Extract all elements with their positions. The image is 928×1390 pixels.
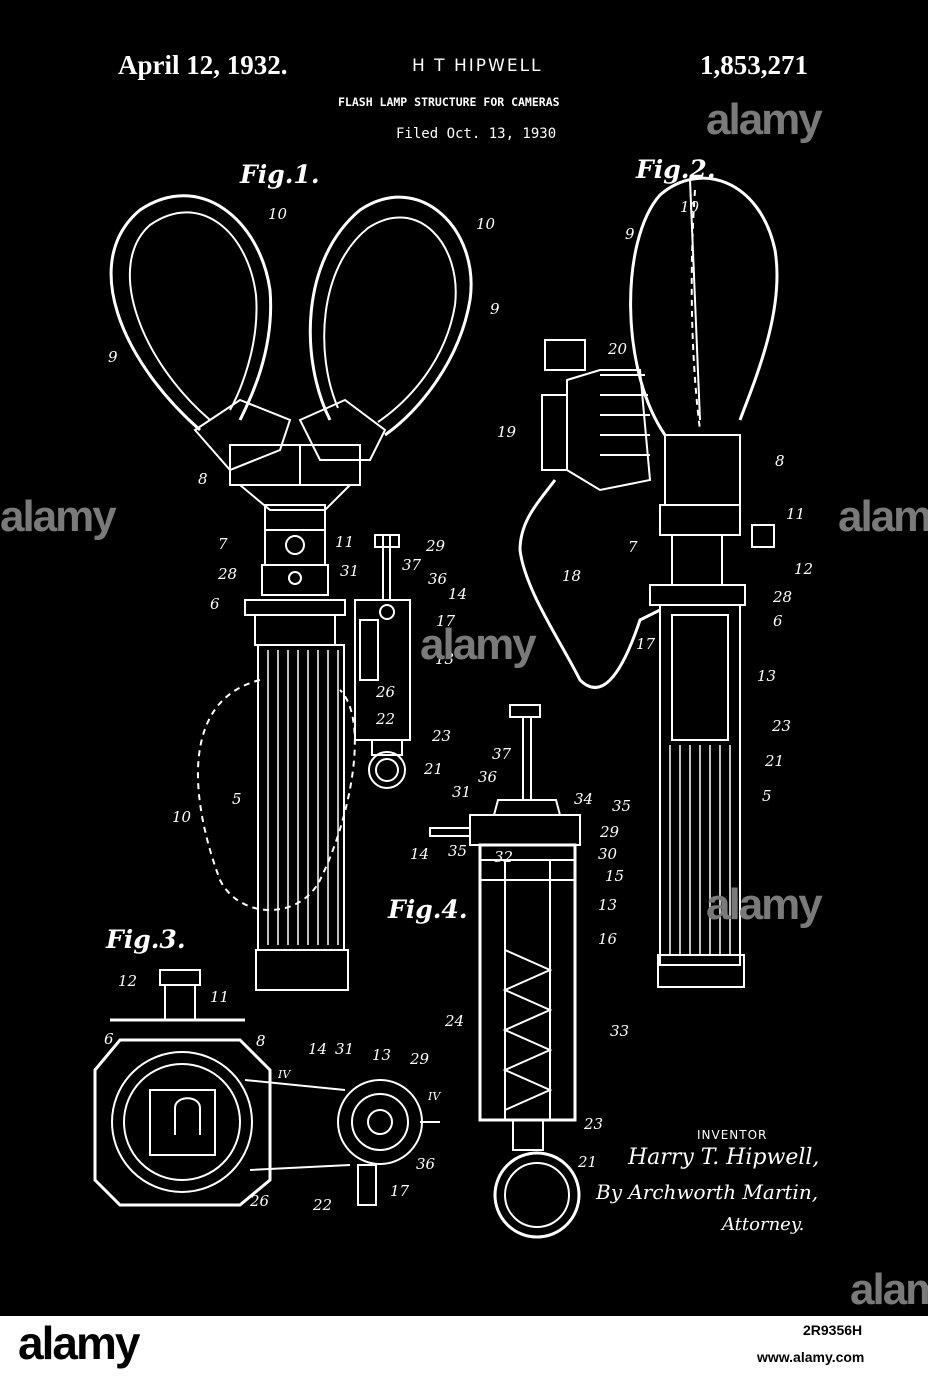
ref-numeral: 31 [340, 562, 359, 580]
footer-url[interactable]: www.alamy.com [757, 1349, 864, 1365]
ref-numeral: 6 [773, 612, 783, 630]
ref-numeral: 36 [416, 1155, 435, 1173]
ref-numeral: 21 [424, 760, 443, 778]
signature-inventor: Harry T. Hipwell, [628, 1145, 819, 1170]
ref-numeral: 33 [610, 1022, 629, 1040]
watermark: alamy [850, 1265, 928, 1315]
ref-numeral: 5 [232, 790, 242, 808]
ref-numeral: 8 [198, 470, 208, 488]
image-id: 2R9356H [803, 1322, 862, 1338]
ref-numeral: 15 [605, 867, 624, 885]
ref-numeral: 21 [765, 752, 784, 770]
ref-numeral: 14 [448, 585, 467, 603]
ref-numeral: 34 [574, 790, 593, 808]
ref-numeral: 35 [448, 842, 467, 860]
ref-numeral: 31 [452, 783, 471, 801]
ref-numeral: 13 [757, 667, 776, 685]
ref-numeral: 12 [794, 560, 813, 578]
ref-numeral: 35 [612, 797, 631, 815]
ref-numeral: 26 [250, 1192, 269, 1210]
fig1-drawing [111, 196, 471, 990]
ref-numeral: 26 [376, 683, 395, 701]
ref-numeral: 9 [625, 225, 635, 243]
signature-attorney-title: Attorney. [722, 1214, 804, 1235]
watermark: alamy [838, 492, 928, 542]
ref-numeral: 5 [762, 787, 772, 805]
ref-numeral: 22 [376, 710, 395, 728]
watermark: alamy [0, 492, 115, 542]
ref-numeral: 21 [578, 1153, 597, 1171]
ref-numeral: 18 [562, 567, 581, 585]
ref-numeral: 17 [636, 635, 655, 653]
ref-numeral: 29 [410, 1050, 429, 1068]
ref-numeral: 28 [218, 565, 237, 583]
watermark: alamy [706, 95, 821, 145]
ref-numeral: 11 [786, 505, 805, 523]
ref-numeral: 10 [268, 205, 287, 223]
watermark: alamy [420, 620, 535, 670]
ref-numeral: 9 [108, 348, 118, 366]
fig4-label: Fig.4. [388, 895, 468, 924]
ref-numeral: 36 [478, 768, 497, 786]
fig2-label: Fig.2. [636, 155, 716, 184]
fig3-label: Fig.3. [106, 925, 186, 954]
ref-numeral: IV [278, 1068, 290, 1081]
ref-numeral: 22 [313, 1196, 332, 1214]
ref-numeral: 10 [172, 808, 191, 826]
ref-numeral: 13 [598, 896, 617, 914]
ref-numeral: IV [428, 1090, 440, 1103]
fig2-drawing [520, 178, 777, 987]
ref-numeral: 14 [410, 845, 429, 863]
ref-numeral: 12 [118, 972, 137, 990]
fig3-drawing [95, 970, 440, 1205]
fig1-label: Fig.1. [240, 160, 320, 189]
ref-numeral: 20 [608, 340, 627, 358]
ref-numeral: 10 [680, 198, 699, 216]
ref-numeral: 23 [772, 717, 791, 735]
ref-numeral: 10 [476, 215, 495, 233]
ref-numeral: 8 [775, 452, 785, 470]
ref-numeral: 14 [308, 1040, 327, 1058]
ref-numeral: 29 [426, 537, 445, 555]
inventor-label: INVENTOR [697, 1128, 767, 1142]
ref-numeral: 7 [218, 535, 228, 553]
ref-numeral: 19 [497, 423, 516, 441]
ref-numeral: 31 [335, 1040, 354, 1058]
ref-numeral: 17 [390, 1182, 409, 1200]
ref-numeral: 13 [372, 1046, 391, 1064]
ref-numeral: 7 [628, 538, 638, 556]
ref-numeral: 37 [492, 745, 511, 763]
ref-numeral: 8 [256, 1032, 266, 1050]
signature-attorney: By Archworth Martin, [596, 1180, 818, 1204]
ref-numeral: 36 [428, 570, 447, 588]
ref-numeral: 6 [210, 595, 220, 613]
ref-numeral: 11 [335, 533, 354, 551]
ref-numeral: 37 [402, 556, 421, 574]
ref-numeral: 6 [104, 1030, 114, 1048]
ref-numeral: 24 [445, 1012, 464, 1030]
ref-numeral: 30 [598, 845, 617, 863]
footer-logo: alamy [18, 1316, 138, 1370]
ref-numeral: 11 [210, 988, 229, 1006]
ref-numeral: 9 [490, 300, 500, 318]
watermark: alamy [706, 880, 821, 930]
ref-numeral: 23 [584, 1115, 603, 1133]
ref-numeral: 29 [600, 823, 619, 841]
ref-numeral: 32 [494, 848, 513, 866]
ref-numeral: 16 [598, 930, 617, 948]
ref-numeral: 28 [773, 588, 792, 606]
ref-numeral: 23 [432, 727, 451, 745]
